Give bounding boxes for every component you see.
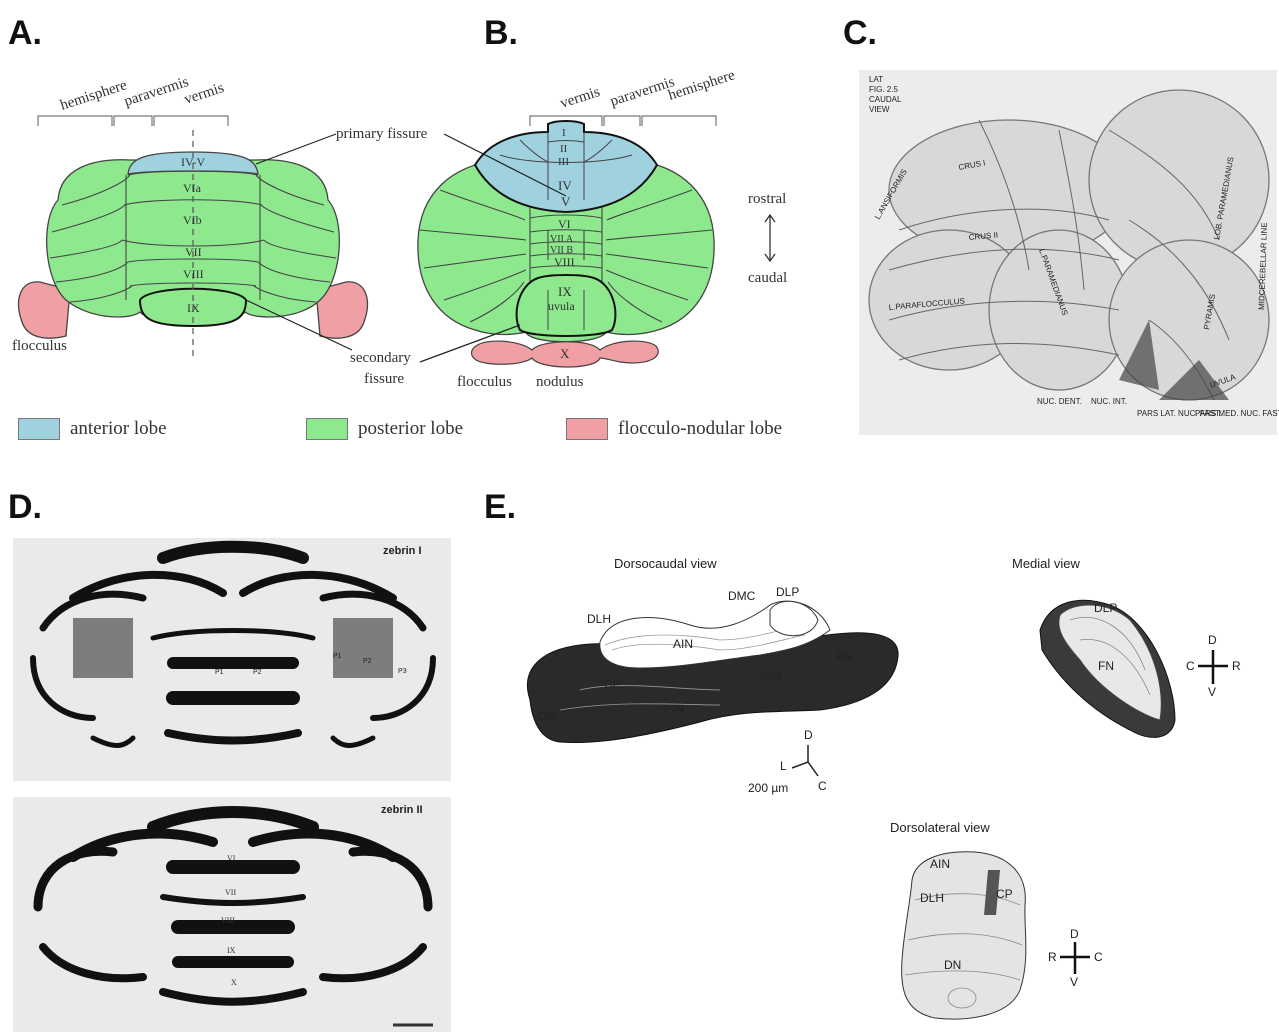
e-dc-dlp (770, 601, 818, 635)
e-medial-dlp: DLP (1094, 601, 1117, 615)
e-dc-ain-label: AIN (673, 637, 693, 651)
e-axis-l: L (780, 759, 787, 773)
e-dc-dlp-label: DLP (776, 585, 799, 599)
e-medial-title: Medial view (1012, 556, 1081, 571)
e-dl-axes (1060, 942, 1090, 974)
e-dc-axes (792, 745, 818, 776)
e-medial-axes (1198, 650, 1228, 684)
e-axis-d: D (804, 728, 813, 742)
e-medial-r: R (1232, 659, 1241, 673)
e-dl-dn: DN (944, 958, 961, 972)
e-medial-d: D (1208, 633, 1217, 647)
e-dl-r: R (1048, 950, 1057, 964)
e-dc-icg: ICG (760, 670, 781, 684)
e-dl-cp-label: CP (996, 887, 1013, 901)
e-axis-c: C (818, 779, 827, 793)
e-dorsocaudal-title: Dorsocaudal view (614, 556, 717, 571)
e-medial-v: V (1208, 685, 1216, 699)
e-dc-dn: DN (538, 709, 555, 723)
e-dl-ain: AIN (930, 857, 950, 871)
e-dc-fn: FN (836, 650, 852, 664)
e-dc-pin: PIN (664, 702, 684, 716)
e-dl-dlh: DLH (920, 891, 944, 905)
e-dl-d: D (1070, 927, 1079, 941)
e-dl-body (902, 852, 1026, 1019)
e-dc-dlh: DLH (587, 612, 611, 626)
e-dc-cp: CP (604, 677, 621, 691)
e-medial-c: C (1186, 659, 1195, 673)
e-dc-dmc: DMC (728, 589, 756, 603)
e-medial-fn-label: FN (1098, 659, 1114, 673)
e-dl-v: V (1070, 975, 1078, 989)
e-dl-title: Dorsolateral view (890, 820, 990, 835)
e-scale: 200 µm (748, 781, 788, 795)
e-dl-c: C (1094, 950, 1103, 964)
